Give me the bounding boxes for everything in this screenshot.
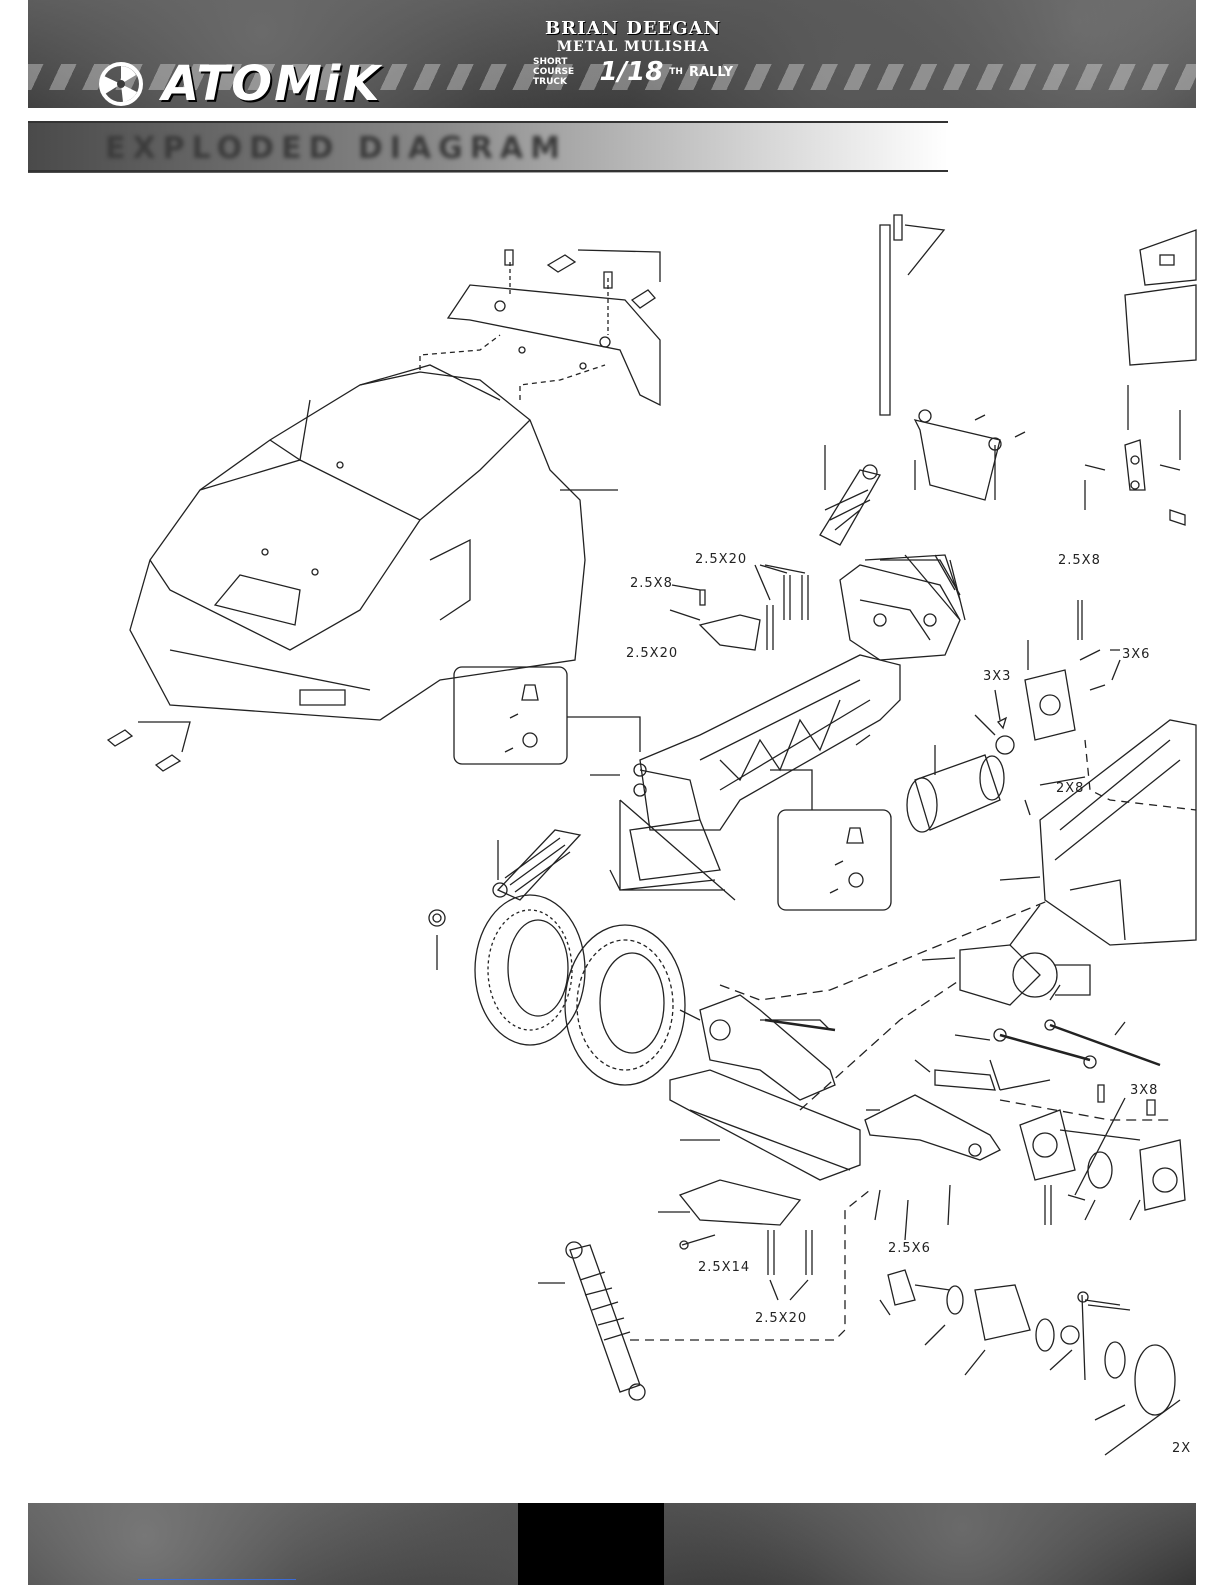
turnbuckles (765, 1020, 1160, 1068)
drivetrain-parts (875, 1185, 1180, 1455)
label-screw-3x6: 3X6 (1122, 647, 1150, 662)
label-screw-2-5x6: 2.5X6 (888, 1241, 931, 1256)
page-footer (28, 1503, 1196, 1585)
body-clips (108, 250, 660, 771)
motor (907, 690, 1014, 832)
tire-rear (475, 895, 585, 1045)
badge-short: SHORT COURSE (533, 57, 594, 77)
screws-2-5x20-top (670, 565, 808, 650)
label-screw-3x8: 3X8 (1130, 1083, 1158, 1098)
servo (1085, 230, 1196, 525)
label-screw-3x3: 3X3 (983, 669, 1011, 684)
badge-truck: TRUCK (533, 77, 594, 87)
label-screw-2-5x14: 2.5X14 (698, 1260, 750, 1275)
badge-scale: 1/18 (600, 57, 664, 87)
label-screw-2x8: 2X8 (1056, 781, 1084, 796)
motor-mount (1025, 600, 1120, 740)
steering-hub (1020, 1085, 1185, 1225)
page-number-tab (518, 1503, 664, 1585)
section-divider (28, 170, 948, 172)
antenna-tube (880, 215, 944, 415)
label-screw-2x-partial: 2X (1172, 1441, 1191, 1456)
propeller-icon (90, 61, 152, 107)
front-bumper (658, 1070, 860, 1225)
lower-arm (865, 1060, 1050, 1160)
label-screw-2-5x20-c: 2.5X20 (755, 1311, 807, 1326)
label-screw-2-5x20-a: 2.5X20 (695, 552, 747, 567)
page-header: ATOMiK BRIAN DEEGAN METAL MULISHA SHORT … (28, 0, 1196, 108)
badge-name: BRIAN DEEGAN (533, 18, 733, 39)
suspension-arm-rear (680, 995, 835, 1100)
label-screw-2-5x20-b: 2.5X20 (626, 646, 678, 661)
rear-wing (420, 262, 660, 405)
badge-row: SHORT COURSE TRUCK 1/18 TH RALLY (533, 57, 733, 87)
bottom-shock (538, 1190, 870, 1400)
badge-scale-suffix: TH (669, 67, 683, 77)
badge-type: SHORT COURSE TRUCK (533, 57, 594, 87)
section-title: EXPLODED DIAGRAM (105, 131, 567, 166)
badge-rally: RALLY (689, 65, 733, 80)
exploded-diagram: 2.5X20 2.5X8 2.5X20 2.5X8 3X6 3X3 2X8 3X… (0, 180, 1225, 1490)
label-screw-2-5x8-b: 2.5X8 (1058, 553, 1101, 568)
front-shock (820, 445, 880, 545)
chassis-spine (630, 655, 900, 880)
footer-link-underline (138, 1579, 296, 1580)
label-screw-2-5x8-a: 2.5X8 (630, 576, 673, 591)
differential (922, 945, 1090, 1005)
inset-box-left (454, 667, 640, 764)
brand-name: ATOMiK (162, 56, 382, 108)
badge-sub: METAL MULISHA (533, 39, 733, 55)
shock-tower (915, 410, 1025, 500)
chassis-tub (1000, 720, 1196, 945)
leader-lines (610, 555, 1170, 1140)
brand-logo: ATOMiK (90, 56, 382, 108)
wheel-nut (429, 910, 445, 970)
left-shock (493, 775, 620, 900)
product-badge: BRIAN DEEGAN METAL MULISHA SHORT COURSE … (533, 18, 733, 100)
inset-box-right (770, 770, 891, 910)
